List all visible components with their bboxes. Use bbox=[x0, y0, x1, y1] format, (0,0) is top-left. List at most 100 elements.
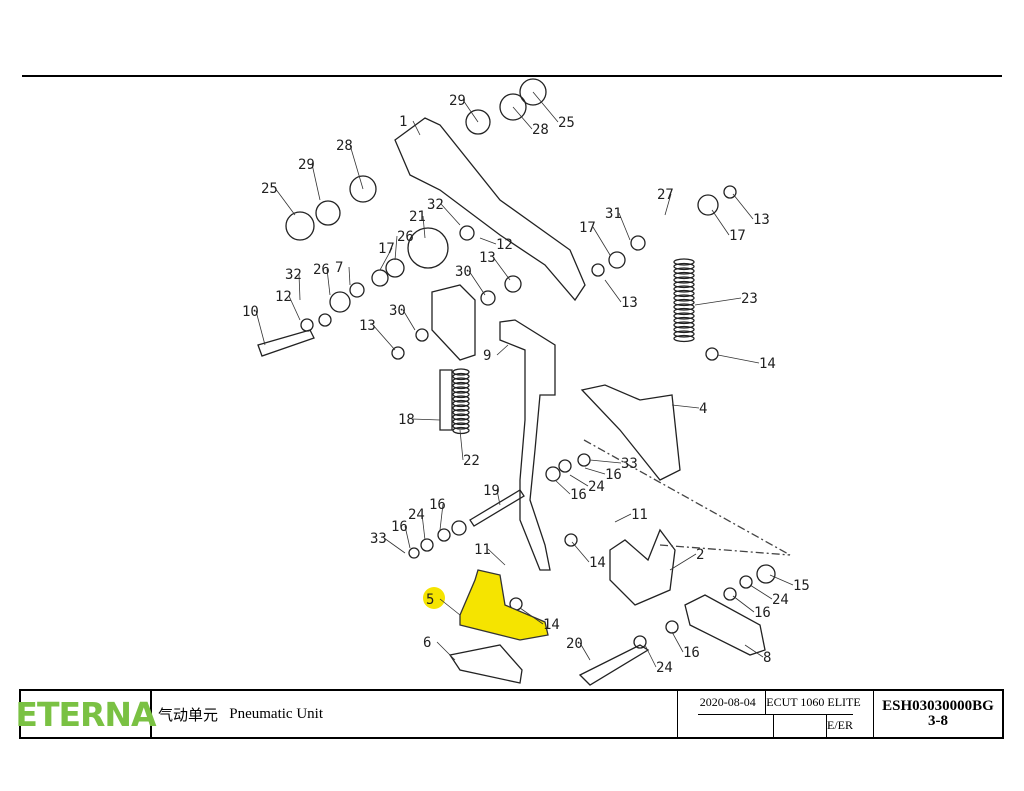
part-23-spring-coil bbox=[673, 267, 695, 275]
callout-23: 23 bbox=[741, 291, 758, 307]
leader-line bbox=[744, 644, 764, 658]
part-washer bbox=[300, 318, 314, 332]
callout-5: 5 bbox=[426, 592, 434, 608]
callout-2: 2 bbox=[696, 547, 704, 563]
part-washer bbox=[723, 185, 737, 199]
callout-30: 30 bbox=[455, 264, 472, 280]
callout-24: 24 bbox=[588, 479, 605, 495]
part-23-spring-coil bbox=[673, 321, 695, 329]
leader-line bbox=[436, 641, 456, 661]
drawing-code-cell: ESH03030000BG 3-8 bbox=[874, 691, 1002, 737]
leader-line bbox=[288, 295, 301, 321]
part-washer bbox=[437, 528, 451, 542]
leader-line bbox=[404, 525, 411, 549]
part-washer bbox=[480, 290, 496, 306]
leader-line bbox=[311, 163, 321, 201]
part-1-lever bbox=[394, 117, 586, 302]
part-22-spring-coil bbox=[452, 417, 470, 426]
part-22-spring-coil bbox=[452, 390, 470, 399]
part-washer bbox=[285, 211, 315, 241]
callout-33: 33 bbox=[370, 531, 387, 547]
callout-18: 18 bbox=[398, 412, 415, 428]
callout-13: 13 bbox=[479, 250, 496, 266]
part-8-block bbox=[684, 594, 766, 656]
callout-28: 28 bbox=[532, 122, 549, 138]
part-19-pin bbox=[469, 489, 525, 527]
leader-line bbox=[348, 266, 351, 286]
part-23-spring-coil bbox=[673, 307, 695, 316]
callout-16: 16 bbox=[429, 497, 446, 513]
callout-16: 16 bbox=[605, 467, 622, 483]
callout-13: 13 bbox=[621, 295, 638, 311]
part-22-spring-coil bbox=[452, 408, 470, 417]
part-23-spring-coil bbox=[673, 303, 695, 311]
callout-14: 14 bbox=[589, 555, 606, 571]
leader-line bbox=[592, 226, 611, 256]
leader-line bbox=[462, 99, 479, 123]
info-grid: 2020-08-04 ECUT 1060 ELITE E/ER bbox=[678, 691, 874, 737]
callout-11: 11 bbox=[631, 507, 648, 523]
part-22-spring-coil bbox=[452, 404, 470, 412]
leader-line bbox=[479, 237, 497, 245]
callout-33: 33 bbox=[621, 456, 638, 472]
part-22-spring-coil bbox=[452, 368, 470, 376]
part-washer bbox=[391, 346, 405, 360]
part-washer bbox=[349, 282, 365, 298]
part-washer bbox=[329, 291, 351, 313]
leader-line bbox=[422, 215, 426, 239]
part-10-bolt bbox=[257, 329, 315, 357]
page-number: 3-8 bbox=[928, 713, 948, 729]
leader-line bbox=[618, 212, 631, 241]
part-washer bbox=[465, 109, 491, 135]
part-23-spring-coil bbox=[673, 330, 695, 338]
callout-7: 7 bbox=[335, 260, 343, 276]
part-washer bbox=[519, 78, 547, 106]
part-washer bbox=[459, 225, 475, 241]
part-washer bbox=[349, 175, 377, 203]
part-washer bbox=[408, 547, 420, 559]
part-22-spring-coil bbox=[452, 386, 470, 394]
leader-line bbox=[519, 607, 544, 625]
part-4-plate bbox=[580, 384, 681, 481]
callout-16: 16 bbox=[683, 645, 700, 661]
part-washer bbox=[591, 263, 605, 277]
part-washer bbox=[407, 227, 449, 269]
part-23-spring-coil bbox=[673, 312, 695, 320]
leader-line bbox=[492, 256, 511, 281]
leader-line bbox=[664, 193, 672, 216]
callout-26: 26 bbox=[397, 229, 414, 245]
leader-line bbox=[671, 404, 700, 409]
leader-line bbox=[671, 631, 684, 653]
leader-line bbox=[584, 467, 606, 475]
part-2-bracket bbox=[609, 528, 676, 606]
leader-line bbox=[532, 91, 559, 123]
leader-line bbox=[379, 247, 393, 271]
callout-4: 4 bbox=[699, 401, 707, 417]
title-block: ETERNA 气动单元 Pneumatic Unit 2020-08-04 EC… bbox=[15, 689, 1004, 739]
callout-1: 1 bbox=[399, 114, 407, 130]
callout-16: 16 bbox=[754, 605, 771, 621]
callout-32: 32 bbox=[427, 197, 444, 213]
part-5-highlighted bbox=[459, 569, 549, 641]
title-english: Pneumatic Unit bbox=[229, 705, 324, 722]
callout-11: 11 bbox=[474, 542, 491, 558]
callout-17: 17 bbox=[579, 220, 596, 236]
callout-12: 12 bbox=[275, 289, 292, 305]
leader-line bbox=[589, 459, 622, 464]
callout-13: 13 bbox=[753, 212, 770, 228]
part-3-block bbox=[431, 284, 476, 361]
callout-25: 25 bbox=[261, 181, 278, 197]
leader-line bbox=[487, 548, 506, 566]
leader-line bbox=[440, 203, 461, 226]
leader-line bbox=[372, 324, 396, 351]
part-22-spring-coil bbox=[452, 422, 470, 430]
callout-20: 20 bbox=[566, 636, 583, 652]
part-washer bbox=[756, 564, 776, 584]
part-22-spring-coil bbox=[452, 381, 470, 390]
part-washer bbox=[739, 575, 753, 589]
callout-27: 27 bbox=[657, 187, 674, 203]
leader-line bbox=[411, 418, 441, 421]
callout-16: 16 bbox=[391, 519, 408, 535]
callout-25: 25 bbox=[558, 115, 575, 131]
